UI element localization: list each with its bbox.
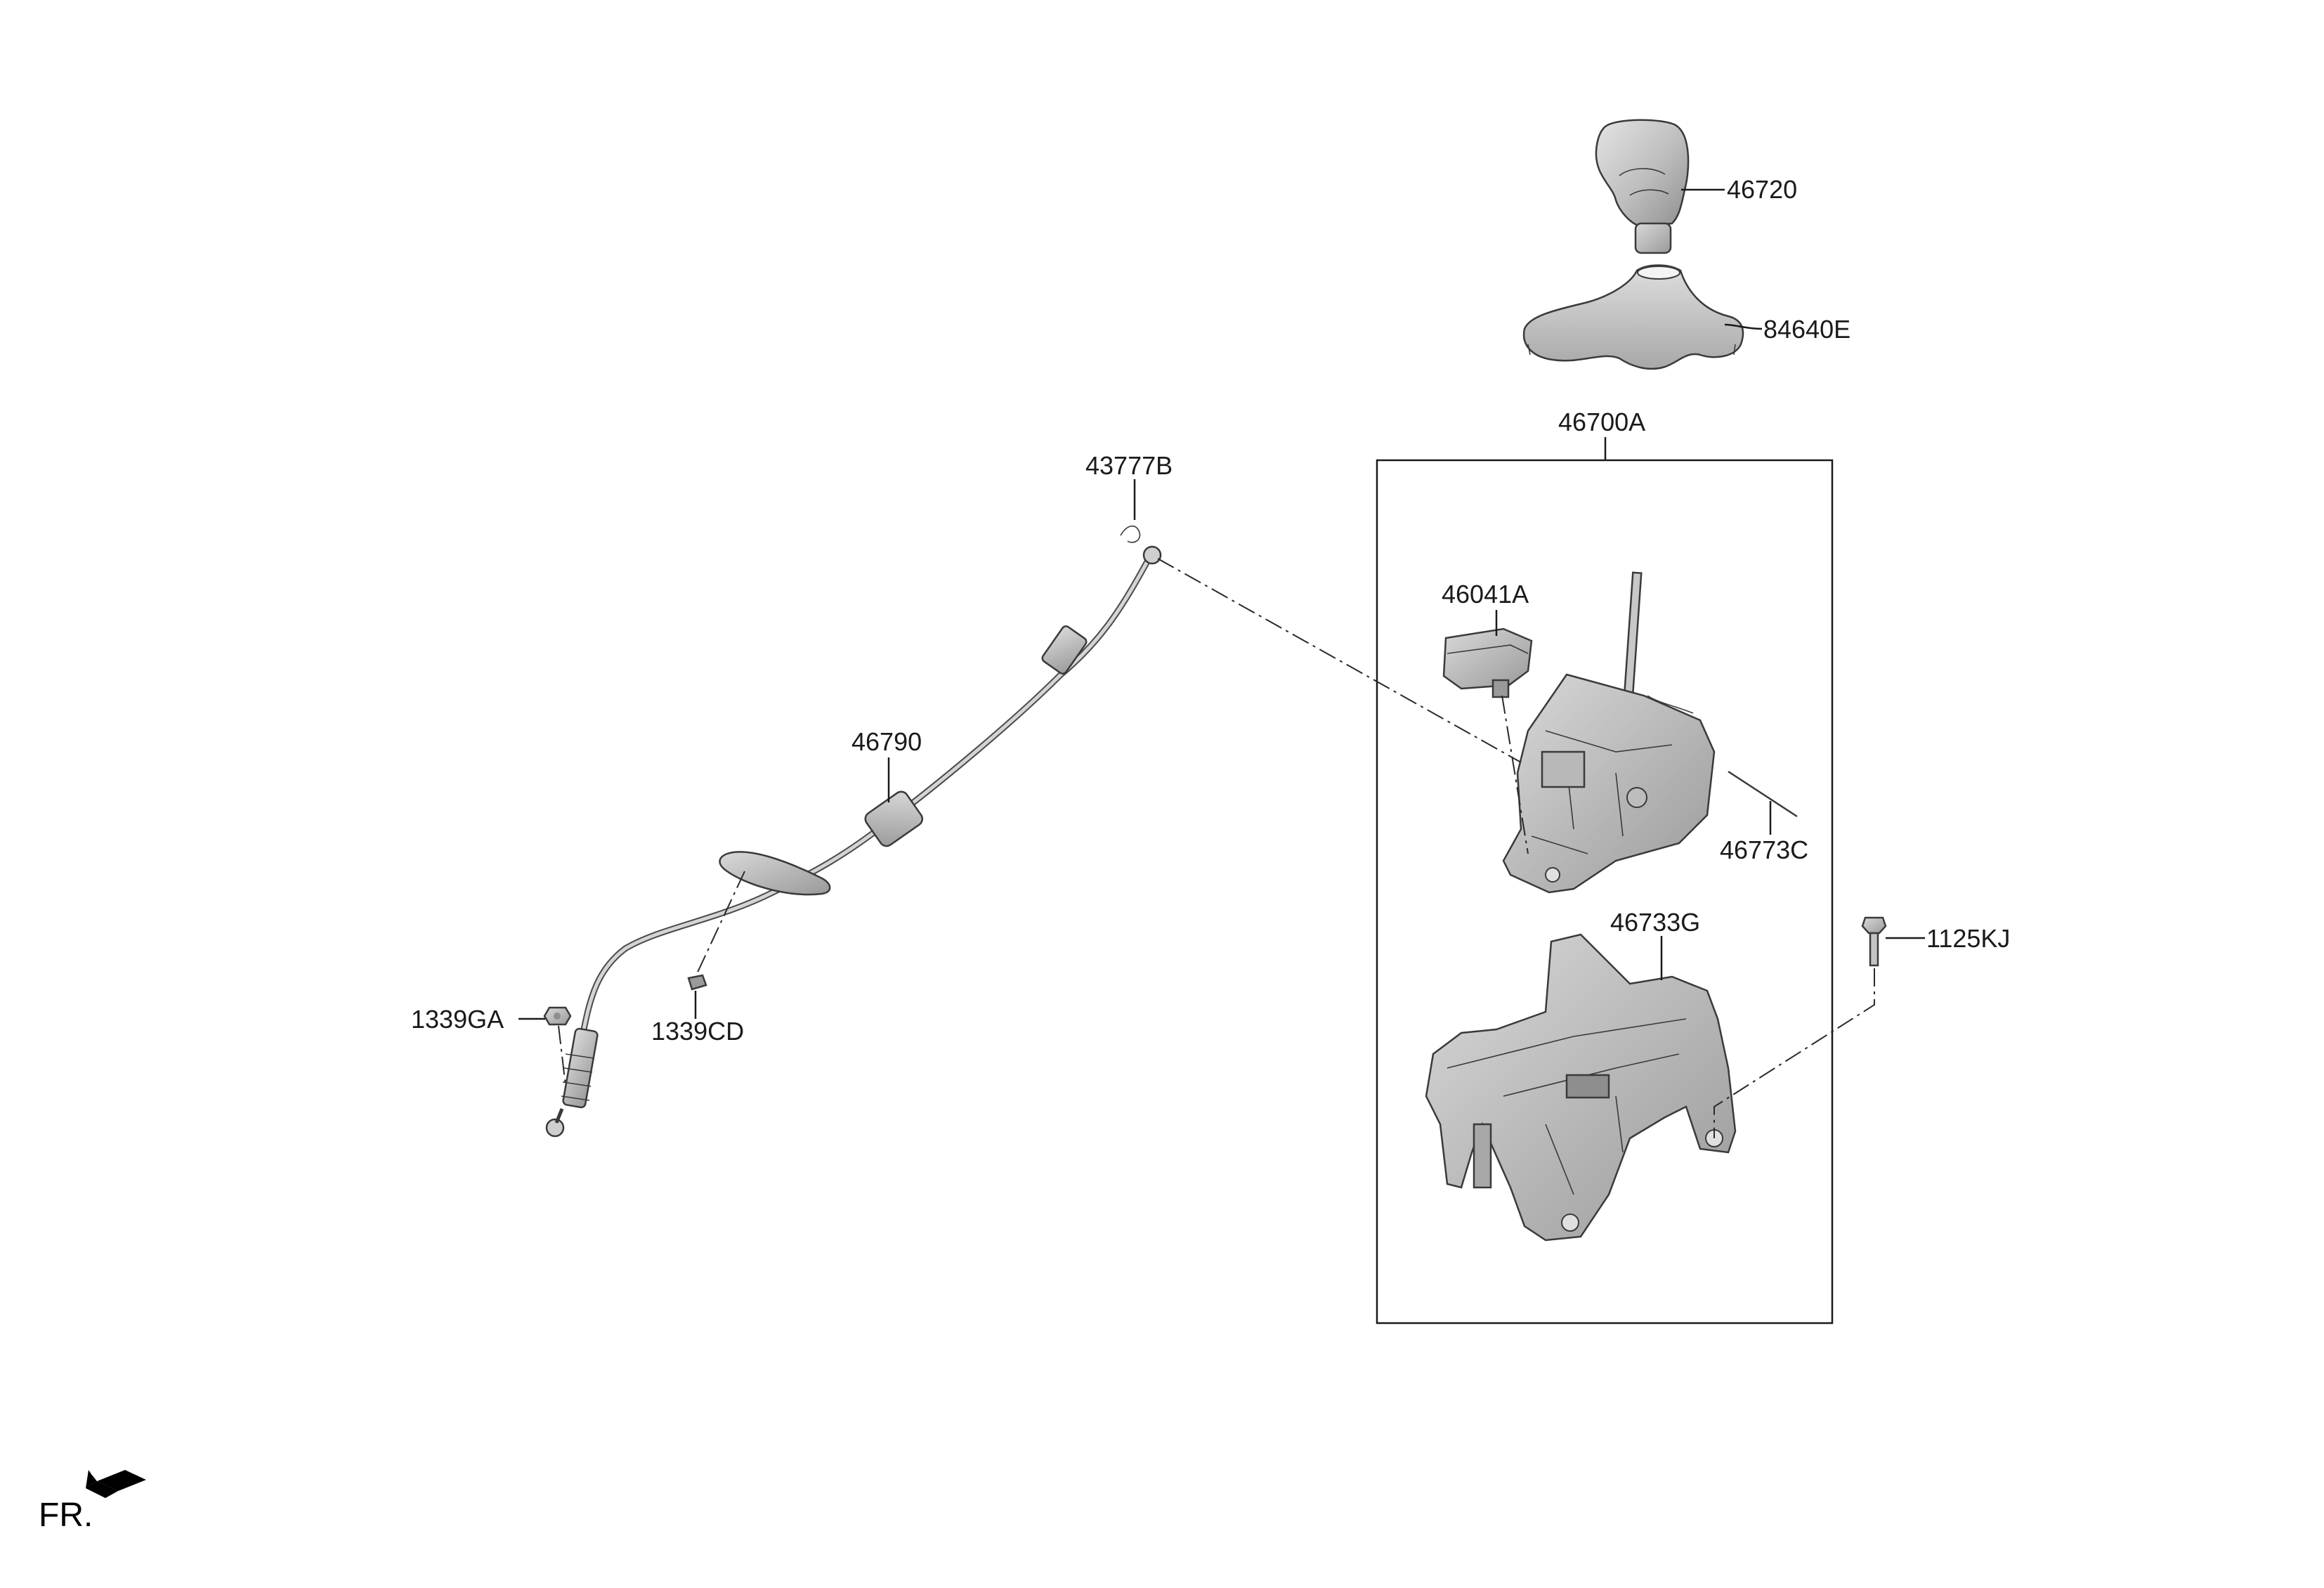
- part-label-1125KJ: 1125KJ: [1926, 924, 2010, 953]
- part-label-46773C: 46773C: [1720, 835, 1808, 864]
- guide-line-46790: [1157, 558, 1522, 763]
- bolt-part-1125KJ: [1861, 916, 1887, 967]
- clip-part-1339CD: [687, 974, 707, 991]
- part-label-46790: 46790: [851, 727, 922, 756]
- part-label-1339GA: 1339GA: [411, 1005, 504, 1034]
- assembly-boundary-box: [1376, 459, 1834, 1325]
- leader-84640E: [1724, 323, 1763, 330]
- part-label-46041A: 46041A: [1442, 580, 1529, 608]
- lower-bracket-part: [1425, 933, 1737, 1242]
- front-orientation-label: FR.: [39, 1497, 93, 1534]
- nut-part-1339GA: [543, 1006, 572, 1026]
- guide-line-1339CD: [695, 871, 745, 977]
- shift-knob-part: [1595, 119, 1690, 254]
- part-label-84640E: 84640E: [1763, 315, 1850, 344]
- shift-boot-part: [1522, 264, 1744, 370]
- part-label-46720: 46720: [1727, 175, 1797, 204]
- pin-part-46773C: [1728, 770, 1798, 818]
- part-label-46733G: 46733G: [1610, 908, 1700, 937]
- part-label-1339CD: 1339CD: [651, 1017, 744, 1046]
- guide-line-1339GA: [558, 1025, 566, 1086]
- shift-lever-mechanism-part: [1502, 571, 1716, 894]
- part-label-46700A: 46700A: [1558, 408, 1645, 436]
- clip-part-43777B: [1120, 525, 1141, 543]
- front-arrow-icon: [86, 1470, 146, 1498]
- shift-cable-part: [545, 545, 1162, 1138]
- part-label-43777B: 43777B: [1085, 451, 1173, 480]
- guide-line-1125KJ: [1713, 968, 1875, 1138]
- guide-line-46041A: [1501, 695, 1529, 854]
- sensor-connector-part: [1442, 627, 1533, 698]
